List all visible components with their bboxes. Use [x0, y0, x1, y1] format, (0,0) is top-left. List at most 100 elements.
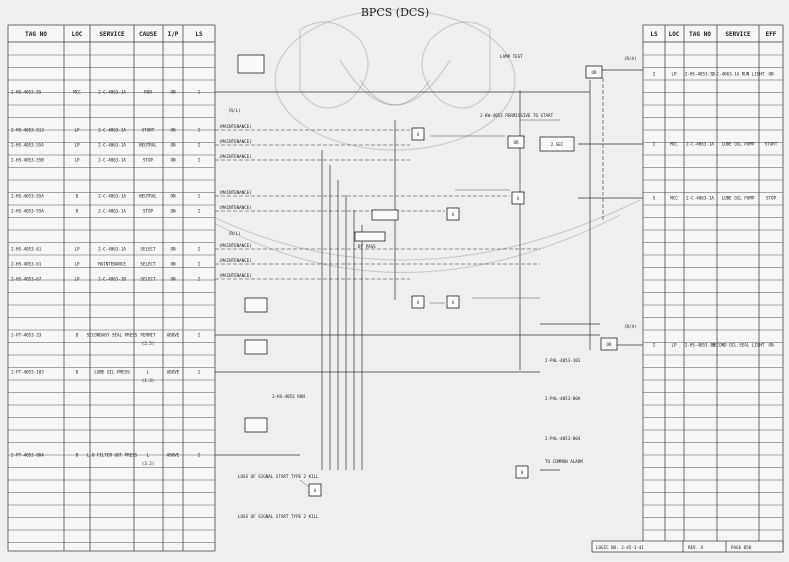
left-row-11-service: L.O FILTER OUT PRESS [87, 453, 138, 458]
left-header-ip: I/P [168, 31, 179, 38]
left-header-loc: LOC [72, 31, 83, 38]
left-row-3-service: 2-C-4063-1A [98, 158, 126, 163]
ref-label-c: (R/L) [228, 231, 241, 236]
left-row-6-service: 2-C-4063-1A [98, 247, 126, 252]
page-number: PAGE 050 [731, 545, 752, 550]
left-row-1-cause: START [142, 128, 155, 133]
transmitter-symbol-4 [245, 418, 267, 432]
right-header-tag: TAG NO [689, 31, 711, 38]
maintenance-label-4: (MAINTENANCE) [219, 190, 252, 195]
left-row-6-cause: SELECT [140, 247, 156, 252]
left-row-0-cause: RUN [144, 90, 152, 95]
signal-label-1: 2-PAL-4053-103 [545, 358, 581, 363]
right-row-2-loc: MCC [670, 196, 678, 201]
left-row-2-tag: 2-HS-4053-55A [11, 143, 44, 148]
right-row-3-loc: LP [671, 343, 677, 348]
or-gate-lamp-label: OR [591, 70, 597, 75]
left-row-4-tag: 2-HS-4053-55A [11, 194, 44, 199]
bypass-label: BY PASS [358, 244, 376, 249]
maintenance-label-1: (MAINTENANCE) [219, 124, 252, 129]
left-header-service: SERVICE [99, 31, 125, 38]
left-row-1-tag: 2-HS-4053-513 [11, 128, 44, 133]
left-header-tag: TAG NO [25, 31, 47, 38]
left-row-2-cause: NEUTRAL [139, 143, 157, 148]
left-row-10-ip: ABOVE [167, 370, 180, 375]
common-alarm-label: TO COMMON ALARM [545, 459, 583, 464]
left-row-8-ip: ON [170, 277, 176, 282]
right-header-eff: EFF [766, 31, 777, 38]
left-row-7-tag: 2-HS-4053-61 [11, 262, 42, 267]
logic-gates: OR A OR 2 SEC A A A A OR A A [238, 55, 617, 496]
lamp-test-label: LAMP TEST [500, 54, 523, 59]
left-header-cause: CAUSE [139, 31, 157, 38]
ref-label-d: (R/A) [624, 324, 637, 329]
right-header-service: SERVICE [725, 31, 751, 38]
left-row-8-service: 2-C-4063-1B [98, 277, 126, 282]
right-row-2-service: LUBE OIL PUMP [722, 196, 755, 201]
left-row-6-tag: 2-HS-4053-61 [11, 247, 42, 252]
left-row-4-cause: NEUTRAL [139, 194, 157, 199]
right-row-1-eff: START [765, 142, 778, 147]
signal-label-3: 2-PAL-4053-804 [545, 436, 581, 441]
left-row-6-ip: ON [170, 247, 176, 252]
right-header-loc: LOC [669, 31, 680, 38]
right-row-3-service: SECOND OIL SEAL LIGHT [712, 343, 765, 348]
timer-box-label: 2 SEC [551, 142, 564, 147]
left-row-5-service: 2-C-4063-1A [98, 209, 126, 214]
loss-of-signal-1: LOSS OF SIGNAL START TYPE 2 KILL [238, 474, 319, 479]
left-row-8-tag: 2-HS-4053-67 [11, 277, 42, 282]
left-row-9-ip: ABOVE [167, 333, 180, 338]
left-row-9-service: SECONDARY SEAL PRESS [87, 333, 138, 338]
left-row-7-service: MAINTENANCE [98, 262, 126, 267]
left-row-0-loc: MCC [73, 90, 81, 95]
maintenance-label-2: (MAINTENANCE) [219, 139, 252, 144]
left-row-4-service: 2-C-4063-1A [98, 194, 126, 199]
left-row-11-tag: 2-PT-4053-804 [11, 453, 44, 458]
left-row-8-loc: LP [74, 277, 80, 282]
left-row-5-ip: ON [170, 209, 176, 214]
switch-box [372, 210, 398, 220]
transmitter-symbol-3 [245, 340, 267, 354]
left-row-10-setpoint: (1.3) [142, 378, 155, 383]
maintenance-label-5: (MAINTENANCE) [219, 205, 252, 210]
left-row-0-ip: ON [170, 90, 176, 95]
left-row-1-service: 2-C-4063-1A [98, 128, 126, 133]
maintenance-label-7: (MAINTENANCE) [219, 258, 252, 263]
right-row-1-loc: MCC [670, 142, 678, 147]
right-row-0-eff: ON [768, 72, 774, 77]
left-row-11-ip: ABOVE [167, 453, 180, 458]
right-row-2-tag: 2-C-4063-1A [686, 196, 714, 201]
left-row-6-loc: LP [74, 247, 80, 252]
ref-label-a: (R/L) [228, 108, 241, 113]
left-row-1-ip: ON [170, 128, 176, 133]
right-row-0-loc: LP [671, 72, 677, 77]
left-io-table: TAG NO LOC SERVICE CAUSE I/P LS 2-HS-405… [8, 25, 215, 551]
left-row-10-service: LUBE OIL PRESS [94, 370, 130, 375]
left-row-5-tag: 2-HS-4053-55A [11, 209, 44, 214]
left-row-0-service: 2-C-4063-1A [98, 90, 126, 95]
left-row-3-loc: LP [74, 158, 80, 163]
left-row-11-setpoint: (3.2) [142, 461, 155, 466]
left-row-2-ip: ON [170, 143, 176, 148]
maintenance-label-8: (MAINTENANCE) [219, 273, 252, 278]
right-row-1-service: LUBE OIL PUMP [722, 142, 755, 147]
run-label: 2-HS-4053 RUN [272, 394, 305, 399]
left-row-9-tag: 2-PT-4053-33 [11, 333, 42, 338]
left-row-9-cause: PERMIT [140, 333, 156, 338]
left-row-10-tag: 2-PT-4053-103 [11, 370, 44, 375]
right-row-0-service: 2-C-4063-1A RUN LIGHT [712, 72, 765, 77]
annotations: (MAINTENANCE) (MAINTENANCE) (MAINTENANCE… [219, 54, 637, 519]
left-row-7-cause: SELECT [140, 262, 156, 267]
or-gate-2-label: OR [513, 140, 519, 145]
logic-number: LOGIC NO. 2-45-3-41 [596, 545, 644, 550]
ref-label-b: (R/A) [624, 56, 637, 61]
maintenance-label-3: (MAINTENANCE) [219, 154, 252, 159]
transmitter-symbol-1 [238, 55, 264, 73]
left-row-0-tag: 2-HS-4053-55 [11, 90, 42, 95]
left-row-3-tag: 2-HS-4053-55B [11, 158, 44, 163]
loss-of-signal-2: LOSS OF SIGNAL START TYPE 2 KILL [238, 514, 319, 519]
bypass-box [355, 232, 385, 241]
